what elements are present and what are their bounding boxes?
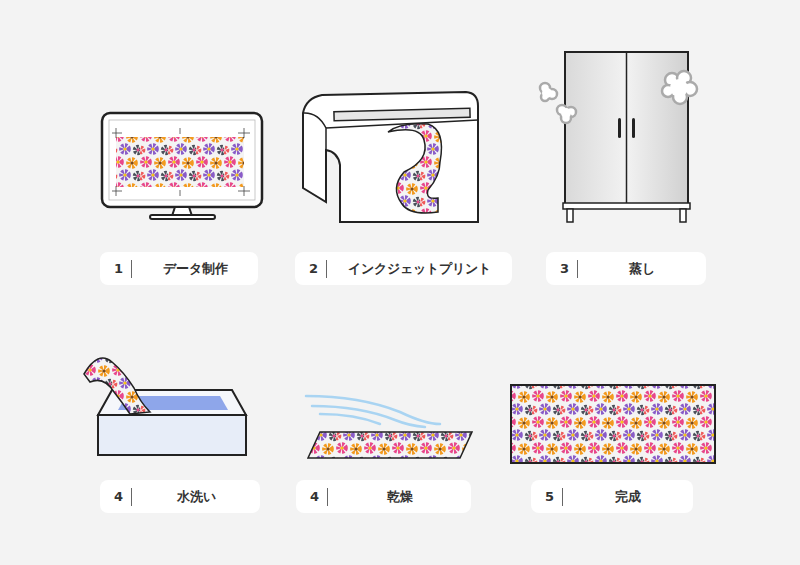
step-number: 4: [296, 489, 327, 504]
step-label: 2インクジェットプリント: [295, 252, 512, 285]
step-number: 3: [546, 261, 577, 276]
separator: [326, 260, 327, 278]
step-label: 4水洗い: [100, 480, 260, 513]
step-number: 5: [531, 489, 562, 504]
step-label: 3蒸し: [546, 252, 706, 285]
step-name: 水洗い: [132, 488, 260, 506]
step-name: 完成: [563, 488, 693, 506]
separator: [327, 488, 328, 506]
wash-tub-illustration: [84, 358, 246, 455]
separator: [577, 260, 578, 278]
separator: [562, 488, 563, 506]
drying-illustration: [306, 396, 472, 458]
steamer-illustration: [540, 52, 697, 222]
step-name: 乾燥: [328, 488, 471, 506]
printer-illustration: [303, 92, 478, 222]
step-number: 4: [100, 489, 131, 504]
monitor-illustration: [102, 113, 262, 219]
separator: [131, 260, 132, 278]
step-name: 蒸し: [578, 260, 706, 278]
step-number: 1: [100, 261, 131, 276]
step-label: 5完成: [531, 480, 693, 513]
step-name: インクジェットプリント: [327, 260, 512, 278]
step-label: 1データ制作: [100, 252, 258, 285]
finished-fabric-illustration: [511, 385, 715, 463]
step-name: データ制作: [132, 260, 258, 278]
step-label: 4乾燥: [296, 480, 471, 513]
step-number: 2: [295, 261, 326, 276]
separator: [131, 488, 132, 506]
